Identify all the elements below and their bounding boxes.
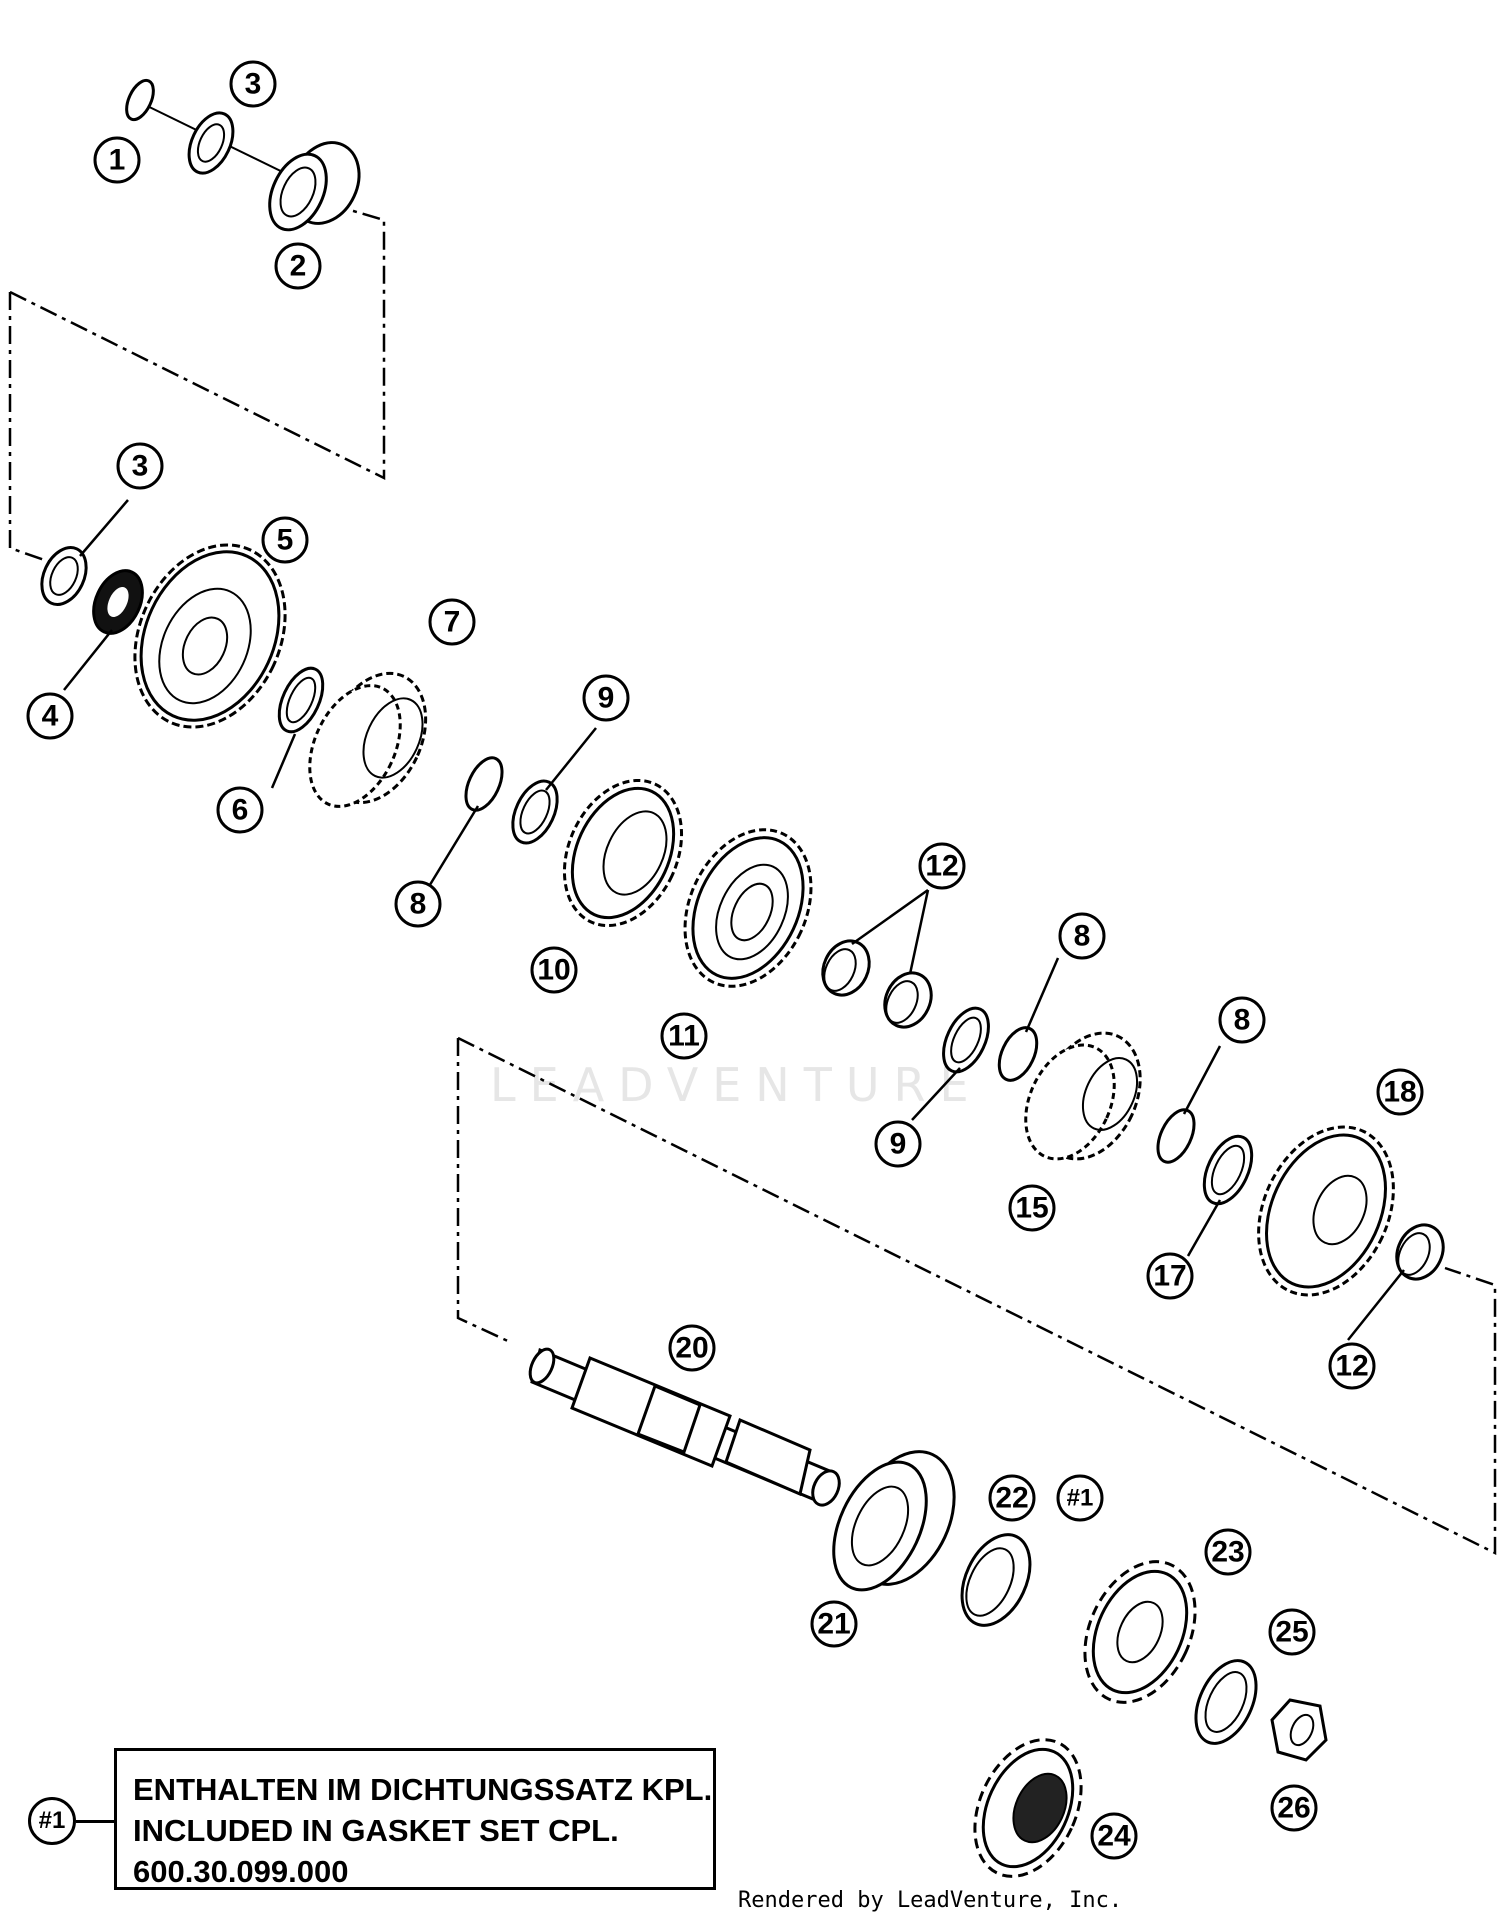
svg-text:8: 8 <box>1234 1004 1251 1037</box>
callout-18: 18 <box>1376 1068 1424 1116</box>
callout-21: 21 <box>810 1600 858 1648</box>
part-circlip-8-a <box>464 756 504 812</box>
svg-text:12: 12 <box>1335 1350 1368 1383</box>
svg-text:20: 20 <box>675 1332 708 1365</box>
svg-text:2: 2 <box>290 250 307 283</box>
callout-26: 26 <box>1270 1784 1318 1832</box>
svg-text:10: 10 <box>537 954 570 987</box>
svg-text:18: 18 <box>1383 1076 1416 1109</box>
svg-text:8: 8 <box>410 888 427 921</box>
svg-text:24: 24 <box>1097 1820 1131 1853</box>
callout-3-top: 3 <box>229 60 277 108</box>
svg-text:6: 6 <box>232 794 249 827</box>
callout-24: 24 <box>1090 1812 1138 1860</box>
callout-11: 11 <box>660 1012 708 1060</box>
part-washer-9-b <box>942 1006 990 1074</box>
part-gear-18 <box>1257 1125 1395 1297</box>
part-gear-15 <box>1024 1031 1142 1161</box>
callout-8-b: 8 <box>1058 912 1106 960</box>
svg-text:17: 17 <box>1153 1260 1186 1293</box>
gasket-set-note: ENTHALTEN IM DICHTUNGSSATZ KPL. INCLUDED… <box>114 1748 716 1890</box>
part-needle-bearing-4 <box>92 569 144 635</box>
svg-text:3: 3 <box>245 68 262 101</box>
note-line-english: INCLUDED IN GASKET SET CPL. <box>133 1813 619 1848</box>
callout-25: 25 <box>1268 1608 1316 1656</box>
part-gear-11 <box>683 828 813 988</box>
callout-ref-1: #1 <box>1056 1474 1104 1522</box>
part-bushing-12-a <box>821 939 871 997</box>
callout-9-a: 9 <box>582 674 630 722</box>
part-washer-25 <box>1194 1659 1258 1745</box>
svg-text:25: 25 <box>1275 1616 1308 1649</box>
callout-7: 7 <box>428 598 476 646</box>
part-gear-10 <box>562 778 684 928</box>
part-shaft-20 <box>528 1347 841 1507</box>
callout-9-b: 9 <box>874 1120 922 1168</box>
part-washer-9-a <box>511 779 559 845</box>
svg-text:8: 8 <box>1074 920 1091 953</box>
assembly-outline-lower-top <box>457 1036 1497 1556</box>
callout-17: 17 <box>1146 1252 1194 1300</box>
svg-text:12: 12 <box>925 850 958 883</box>
part-gear-5 <box>133 543 287 729</box>
note-reference-badge: #1 <box>28 1797 76 1845</box>
svg-text:1: 1 <box>109 144 126 177</box>
part-circlip-8-b <box>997 1026 1039 1082</box>
callout-10: 10 <box>530 946 578 994</box>
svg-text:15: 15 <box>1015 1192 1048 1225</box>
render-credit: Rendered by LeadVenture, Inc. <box>738 1888 1123 1913</box>
svg-text:#1: #1 <box>1067 1485 1094 1512</box>
svg-text:7: 7 <box>444 606 461 639</box>
svg-text:22: 22 <box>995 1482 1028 1515</box>
svg-text:23: 23 <box>1211 1536 1244 1569</box>
part-bushing-12-c <box>1395 1223 1445 1281</box>
callout-5: 5 <box>261 516 309 564</box>
callout-2: 2 <box>274 242 322 290</box>
callout-20: 20 <box>668 1324 716 1372</box>
assembly-outline-upper-top <box>9 208 386 481</box>
callout-12-a: 12 <box>918 842 966 890</box>
watermark-text: LEADVENTURE <box>490 1058 983 1112</box>
part-washer-17 <box>1202 1134 1254 1206</box>
note-reference-line <box>76 1820 114 1823</box>
assembly-outline-lower <box>456 1038 511 1344</box>
part-washer-3-top <box>187 111 235 175</box>
part-bushing-12-b <box>883 971 933 1029</box>
part-sprocket-23 <box>1083 1560 1197 1704</box>
callout-22: 22 <box>988 1474 1036 1522</box>
callout-3: 3 <box>116 442 164 490</box>
svg-text:26: 26 <box>1277 1792 1310 1825</box>
part-nut-26 <box>1270 1698 1328 1762</box>
note-line-german: ENTHALTEN IM DICHTUNGSSATZ KPL. <box>133 1772 713 1807</box>
svg-text:21: 21 <box>817 1608 850 1641</box>
svg-text:3: 3 <box>132 450 149 483</box>
svg-text:11: 11 <box>668 1020 700 1053</box>
part-washer-3 <box>40 546 88 606</box>
svg-text:9: 9 <box>598 682 615 715</box>
part-washer-6 <box>277 666 325 734</box>
part-gear-7 <box>308 671 428 808</box>
callout-15: 15 <box>1008 1184 1056 1232</box>
part-seal-22 <box>960 1533 1032 1627</box>
part-bearing-21 <box>832 1450 956 1592</box>
callout-4: 4 <box>26 692 74 740</box>
note-part-number: 600.30.099.000 <box>133 1854 349 1889</box>
callout-8-a: 8 <box>394 880 442 928</box>
svg-text:4: 4 <box>42 700 59 733</box>
callout-8-c: 8 <box>1218 996 1266 1044</box>
part-circlip-1 <box>125 78 155 122</box>
part-bearing-2 <box>268 141 361 232</box>
callout-6: 6 <box>216 786 264 834</box>
assembly-outline-upper <box>8 292 51 564</box>
svg-text:9: 9 <box>890 1128 907 1161</box>
part-circlip-8-c <box>1156 1108 1196 1164</box>
part-sprocket-24 <box>973 1738 1083 1878</box>
svg-text:5: 5 <box>277 524 294 557</box>
callout-23: 23 <box>1204 1528 1252 1576</box>
callout-12-c: 12 <box>1328 1342 1376 1390</box>
callout-1: 1 <box>93 136 141 184</box>
